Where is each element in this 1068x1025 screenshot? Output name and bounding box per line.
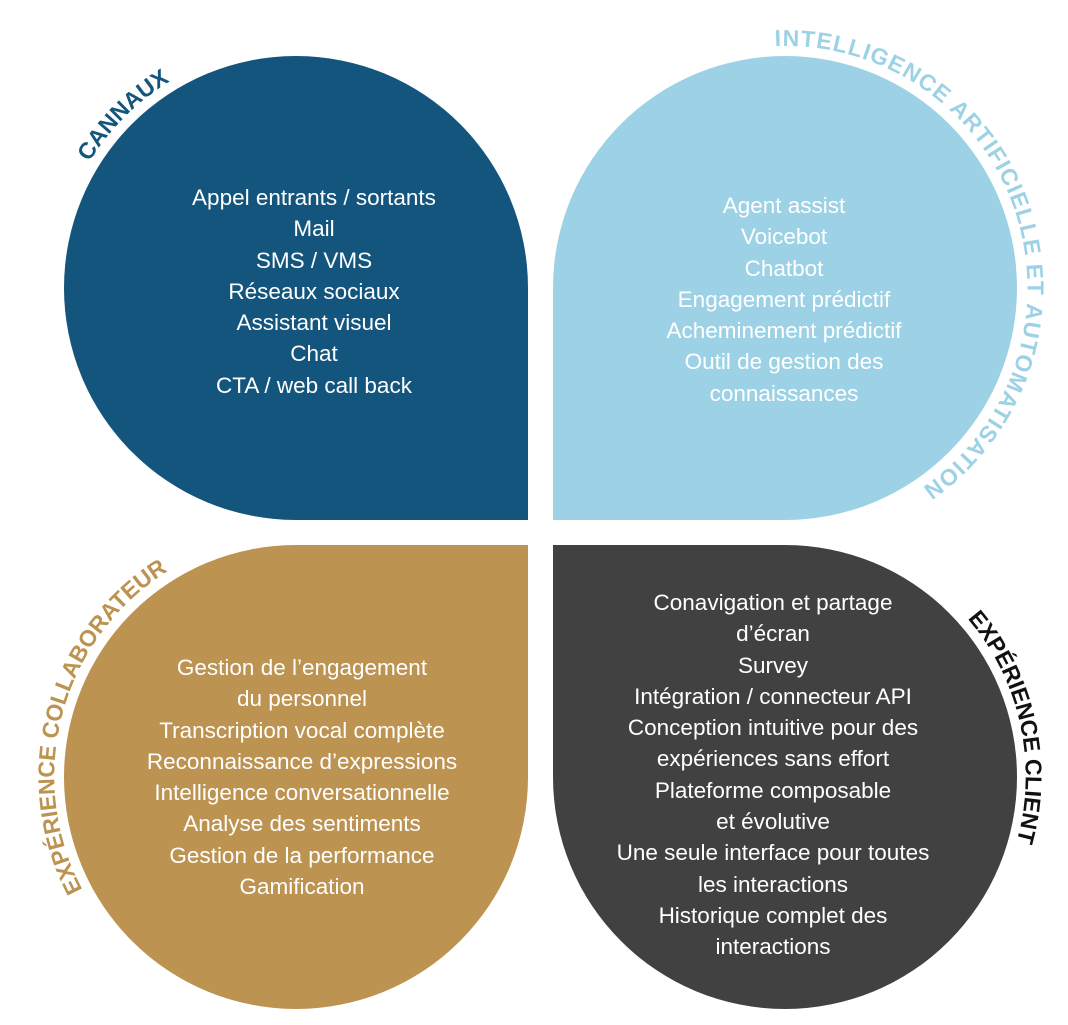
collaborateur-list-item: Gamification — [239, 874, 365, 900]
canaux-list-item: Appel entrants / sortants — [192, 185, 436, 210]
client-list-item: Intégration / connecteur API — [634, 683, 912, 709]
canaux-list-item: SMS / VMS — [255, 247, 373, 273]
collaborateur-list-item: Reconnaissance d’expressions — [146, 748, 458, 774]
client-list-item: Conception intuitive pour des — [627, 715, 919, 741]
client-list-item: et évolutive — [716, 809, 830, 835]
client-list-item: expériences sans effort — [656, 746, 890, 772]
ia-list-item: Engagement prédictif — [677, 286, 891, 312]
ia-list-item: Acheminement prédictif — [666, 318, 902, 344]
canaux-list-item: Réseaux sociaux — [228, 278, 400, 304]
quadrant-ia-shape — [553, 56, 1017, 520]
canaux-list-item: Chat — [290, 341, 338, 367]
client-list-item: Plateforme composable — [654, 777, 892, 803]
client-list-item: Historique complet des — [658, 902, 888, 928]
ia-list-item: connaissances — [709, 380, 859, 406]
ia-list-item: Voicebot — [740, 224, 828, 250]
ia-list-item: Agent assist — [722, 193, 846, 218]
collaborateur-list-item: Intelligence conversationnelle — [154, 780, 450, 806]
collaborateur-list-item: Gestion de l’engagement — [176, 655, 428, 680]
client-list-item: les interactions — [697, 871, 849, 897]
ia-list-item: Outil de gestion des — [684, 349, 884, 375]
canaux-list-item: Mail — [293, 216, 335, 242]
client-list-item: Une seule interface pour toutes — [616, 840, 930, 866]
client-list-item: interactions — [715, 934, 831, 960]
quadrant-client-shape — [553, 545, 1017, 1009]
collaborateur-list-item: du personnel — [236, 686, 368, 712]
client-list-item: Conavigation et partage — [653, 590, 893, 615]
canaux-list-item: CTA / web call back — [216, 372, 412, 398]
collaborateur-list-item: Analyse des sentiments — [183, 811, 421, 837]
quadrant-collaborateur-shape — [64, 545, 528, 1009]
ia-list-item: Chatbot — [744, 255, 824, 281]
quadrant-canaux-shape — [64, 56, 528, 520]
collaborateur-list-item: Transcription vocal complète — [159, 717, 445, 743]
collaborateur-list-item: Gestion de la performance — [169, 842, 435, 868]
client-list-item: d’écran — [736, 621, 810, 647]
client-list-item: Survey — [737, 652, 809, 678]
canaux-list-item: Assistant visuel — [236, 310, 392, 336]
